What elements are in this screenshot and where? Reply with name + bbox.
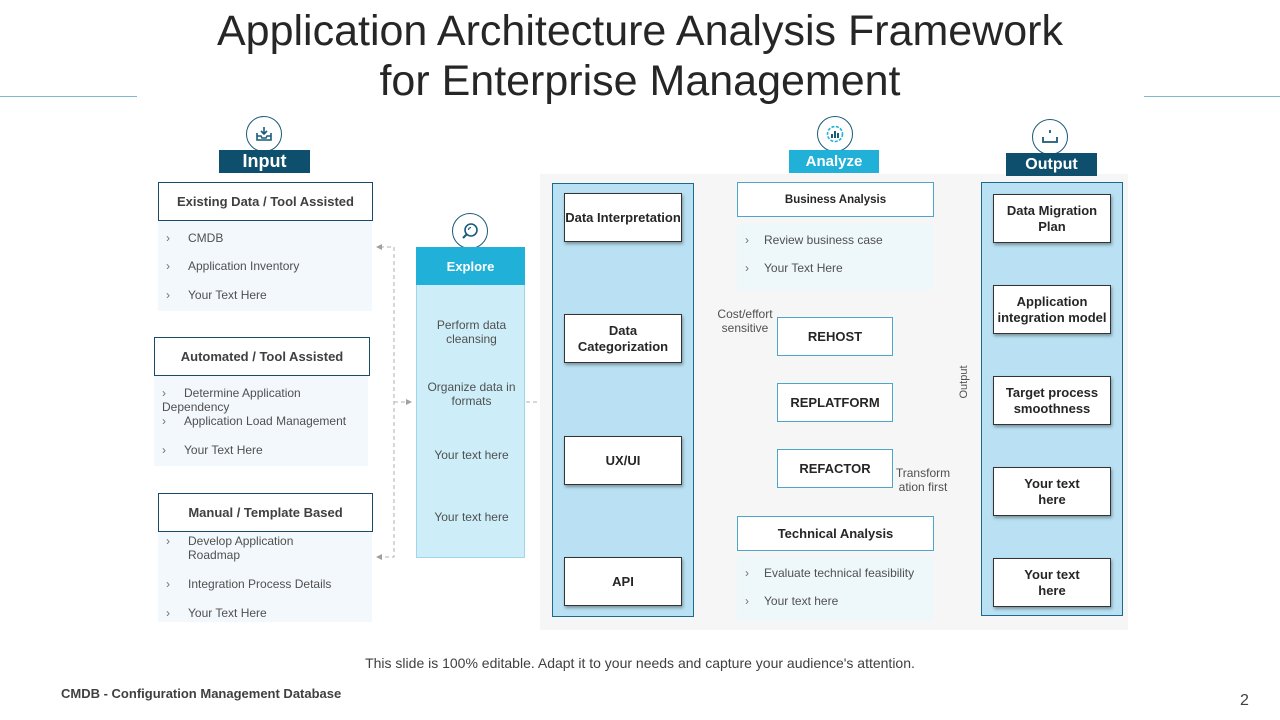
chevron-right-icon: › [166, 231, 170, 245]
explore-header-icon [452, 213, 488, 249]
input-header-label: Input [219, 150, 310, 173]
technical-analysis-title: Technical Analysis [737, 516, 934, 551]
explore-body: Perform data cleansing Organize data in … [416, 285, 525, 558]
list-item: ›Application Inventory [166, 259, 300, 273]
output-box-migration-plan: Data Migration Plan [993, 194, 1111, 243]
editable-note: This slide is 100% editable. Adapt it to… [365, 655, 915, 671]
output-flow-label: Output [958, 365, 970, 399]
technical-analysis-list: ›Evaluate technical feasibility ›Your te… [737, 557, 934, 621]
chevron-right-icon: › [162, 386, 166, 400]
page-title: Application Architecture Analysis Framew… [130, 6, 1150, 106]
list-item: ›Develop Application Roadmap [166, 534, 294, 562]
inbox-download-icon [256, 127, 272, 141]
strategy-refactor: REFACTOR [777, 449, 893, 488]
input-section-2-list: ›Determine Application Dependency ›Appli… [154, 376, 368, 466]
list-item: ›Review business case [745, 233, 883, 247]
strategy-rehost: REHOST [777, 317, 893, 356]
chevron-right-icon: › [745, 594, 749, 608]
title-rule-right [1144, 96, 1280, 97]
list-item: ›Evaluate technical feasibility [745, 566, 915, 580]
strategy-replatform: REPLATFORM [777, 383, 893, 422]
list-item: ›CMDB [166, 231, 224, 245]
chevron-right-icon: › [166, 259, 170, 273]
page-title-line-1: Application Architecture Analysis Framew… [216, 7, 1064, 55]
list-item: ›Determine Application Dependency [162, 386, 301, 414]
business-analysis-list: ›Review business case ›Your Text Here [737, 224, 934, 290]
cost-effort-note: Cost/effort sensitive [717, 307, 773, 335]
analyze-header-label: Analyze [789, 150, 879, 173]
business-analysis-title: Business Analysis [737, 182, 934, 217]
output-box-text-1: Your text here [993, 467, 1111, 516]
chart-gear-icon [826, 125, 844, 143]
output-box-process-smoothness: Target process smoothness [993, 376, 1111, 425]
input-section-3-list: ›Develop Application Roadmap ›Integratio… [158, 532, 372, 622]
page-number: 2 [1240, 692, 1249, 709]
list-item: ›Your Text Here [162, 443, 263, 457]
chevron-right-icon: › [745, 233, 749, 247]
input-section-1-list: ›CMDB ›Application Inventory ›Your Text … [158, 221, 372, 311]
explore-item: Organize data in formats [427, 380, 516, 408]
chevron-right-icon: › [745, 261, 749, 275]
chevron-right-icon: › [162, 443, 166, 457]
chevron-right-icon: › [166, 288, 170, 302]
output-box-integration-model: Application integration model [993, 285, 1111, 334]
analyze-box-api: API [564, 557, 682, 606]
chevron-right-icon: › [166, 577, 170, 591]
output-header-icon [1032, 119, 1068, 155]
transformation-note: Transform ation first [895, 466, 951, 494]
output-header-label: Output [1006, 153, 1097, 176]
magnifier-icon [462, 223, 478, 239]
title-rule-left [0, 96, 137, 97]
list-item: ›Integration Process Details [166, 577, 332, 591]
list-item: ›Your Text Here [745, 261, 843, 275]
output-box-text-2: Your text here [993, 558, 1111, 607]
analyze-left-column [552, 183, 694, 617]
explore-item: Your text here [434, 510, 509, 524]
chevron-right-icon: › [745, 566, 749, 580]
analyze-box-data-categorization: Data Categorization [564, 314, 682, 363]
tray-upload-icon [1042, 130, 1058, 143]
explore-header-label: Explore [416, 247, 525, 285]
input-section-1-title: Existing Data / Tool Assisted [158, 182, 373, 221]
chevron-right-icon: › [162, 414, 166, 428]
input-section-2-title: Automated / Tool Assisted [154, 337, 370, 376]
analyze-box-data-interpretation: Data Interpretation [564, 193, 682, 242]
list-item: ›Your Text Here [166, 606, 267, 620]
explore-item: Your text here [434, 448, 509, 462]
abbreviation-note: CMDB - Configuration Management Database [61, 686, 342, 701]
list-item: ›Your text here [745, 594, 839, 608]
input-header-icon [246, 116, 282, 152]
chevron-right-icon: › [166, 534, 170, 548]
list-item: ›Your Text Here [166, 288, 267, 302]
analyze-box-ux-ui: UX/UI [564, 436, 682, 485]
list-item: ›Application Load Management [162, 414, 347, 428]
chevron-right-icon: › [166, 606, 170, 620]
explore-item: Perform data cleansing [436, 318, 507, 346]
analyze-header-icon [817, 116, 853, 152]
input-section-3-title: Manual / Template Based [158, 493, 373, 532]
page-title-line-2: for Enterprise Management [379, 57, 901, 105]
